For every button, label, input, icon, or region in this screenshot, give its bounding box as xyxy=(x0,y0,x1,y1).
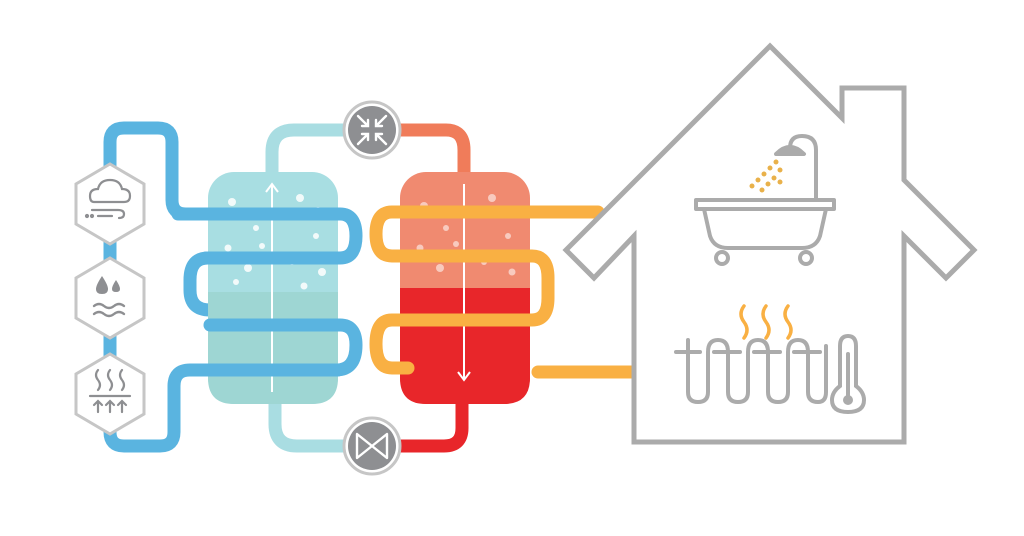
cloud-wind-icon xyxy=(84,178,132,220)
heating-loop xyxy=(369,205,639,379)
house-outline xyxy=(562,42,978,445)
evaporator-bubbles xyxy=(224,194,326,290)
water-drop-waves-icon xyxy=(96,276,120,294)
valve-to-evaporator-pipe xyxy=(268,395,357,453)
heating-loop-supply xyxy=(369,205,605,375)
compressor-to-condenser-pipe xyxy=(389,123,471,183)
bathtub-shower-icon xyxy=(694,134,836,266)
evaporator-to-compressor-pipe xyxy=(265,123,357,183)
source-loop-pipe-lower xyxy=(103,318,363,453)
thermometer-icon xyxy=(829,333,867,415)
hot-refrigerant-pipe xyxy=(389,123,471,453)
cold-refrigerant-pipe xyxy=(265,123,357,453)
down-arrow-icon xyxy=(457,371,471,382)
heat-waves-icon xyxy=(739,304,793,340)
source-loop xyxy=(103,121,363,453)
condenser-to-valve-pipe xyxy=(389,395,469,453)
air-source-hex xyxy=(74,162,146,246)
compressor-icon xyxy=(342,100,402,160)
shower-drops xyxy=(749,159,783,193)
ground-source-hex xyxy=(74,352,146,436)
up-arrow-icon xyxy=(265,182,279,193)
source-loop-pipe xyxy=(103,121,363,367)
water-source-hex xyxy=(74,256,146,340)
source-coils-front xyxy=(171,207,345,377)
radiator-icon xyxy=(674,338,828,404)
ground-heat-icon xyxy=(88,368,132,414)
expansion-valve-icon xyxy=(342,416,402,476)
